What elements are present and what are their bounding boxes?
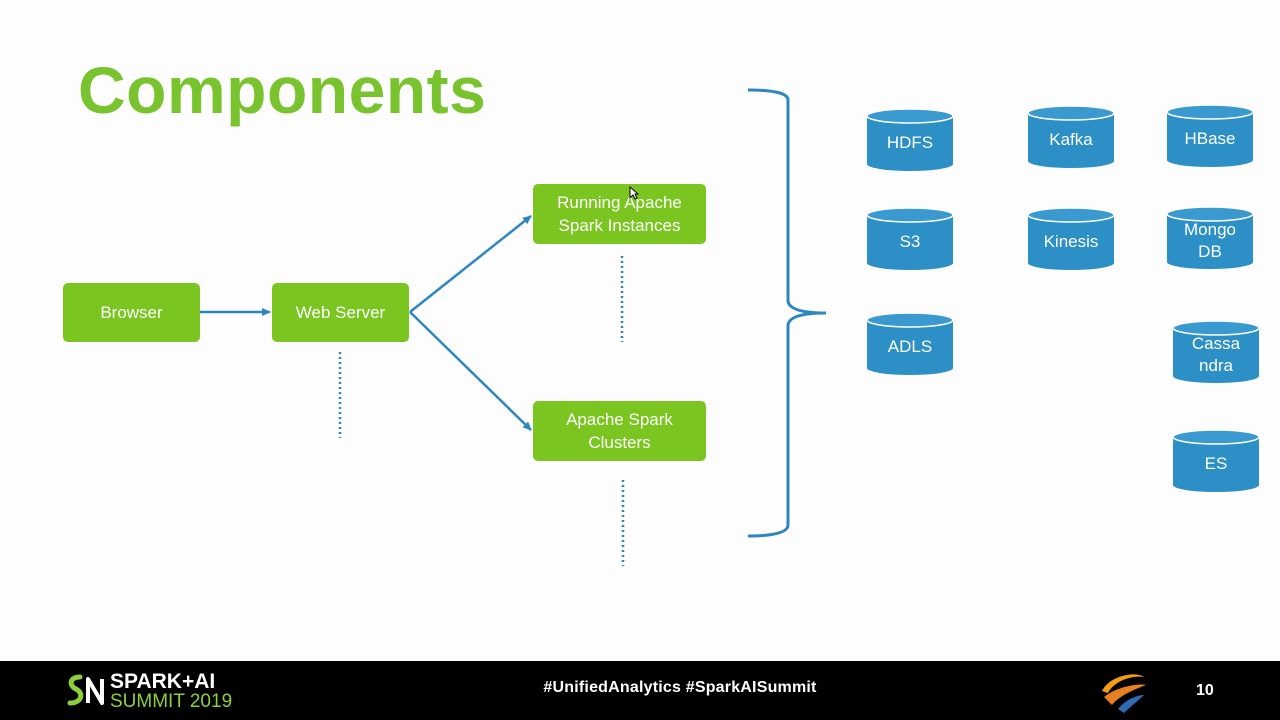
web-server-label: Web Server bbox=[295, 303, 386, 322]
page-number: 10 bbox=[1196, 682, 1214, 699]
browser-label: Browser bbox=[100, 303, 163, 322]
hbase-cylinder-icon: HBase bbox=[1166, 104, 1254, 168]
mongodb-label: Mongo DB bbox=[1184, 220, 1236, 261]
right-curly-brace bbox=[747, 88, 827, 538]
running-spark-instances-label: Running Apache Spark Instances bbox=[557, 193, 682, 235]
s3-cylinder-icon: S3 bbox=[866, 207, 954, 271]
es-cylinder-icon: ES bbox=[1172, 429, 1260, 493]
arrow-webserver-to-clusters bbox=[409, 311, 532, 431]
hdfs-cylinder-icon: HDFS bbox=[866, 108, 954, 172]
running-spark-instances-box: Running Apache Spark Instances bbox=[533, 184, 706, 244]
adls-cylinder-icon: ADLS bbox=[866, 312, 954, 376]
browser-box: Browser bbox=[63, 283, 200, 342]
partner-swoosh-logo-icon bbox=[1102, 674, 1146, 713]
diagram-connectors bbox=[200, 88, 827, 566]
es-label: ES bbox=[1204, 454, 1228, 473]
hbase-label: HBase bbox=[1184, 129, 1236, 148]
footer-hashtags: #UnifiedAnalytics #SparkAISummit bbox=[543, 679, 817, 696]
slide-canvas: Components Browser Web Server Running Ap… bbox=[63, 53, 1260, 566]
summit-logo-text: SPARK+AI SUMMIT 2019 bbox=[110, 671, 232, 711]
kinesis-label: Kinesis bbox=[1043, 232, 1099, 251]
summit-logo-line2: SUMMIT 2019 bbox=[110, 691, 233, 712]
adls-label: ADLS bbox=[887, 337, 933, 356]
slide-title: Components bbox=[78, 53, 487, 127]
spark-ai-summit-logo-icon bbox=[67, 674, 104, 706]
summit-logo-line1: SPARK+AI bbox=[110, 670, 216, 693]
slide-footer: SPARK+AI SUMMIT 2019 #UnifiedAnalytics #… bbox=[0, 661, 1280, 720]
cassandra-cylinder-icon: Cassa ndra bbox=[1172, 320, 1260, 384]
kafka-cylinder-icon: Kafka bbox=[1027, 105, 1115, 169]
hdfs-label: HDFS bbox=[886, 133, 934, 152]
arrow-webserver-to-instances bbox=[409, 215, 532, 313]
spark-clusters-label: Apache Spark Clusters bbox=[566, 410, 673, 452]
spark-clusters-box: Apache Spark Clusters bbox=[533, 401, 706, 461]
web-server-box: Web Server bbox=[272, 283, 409, 342]
cassandra-label: Cassa ndra bbox=[1191, 334, 1241, 375]
kafka-label: Kafka bbox=[1049, 130, 1093, 149]
mouse-cursor-icon bbox=[629, 186, 639, 200]
kinesis-cylinder-icon: Kinesis bbox=[1027, 207, 1115, 271]
mongodb-cylinder-icon: Mongo DB bbox=[1166, 206, 1254, 270]
s3-label: S3 bbox=[899, 232, 921, 251]
